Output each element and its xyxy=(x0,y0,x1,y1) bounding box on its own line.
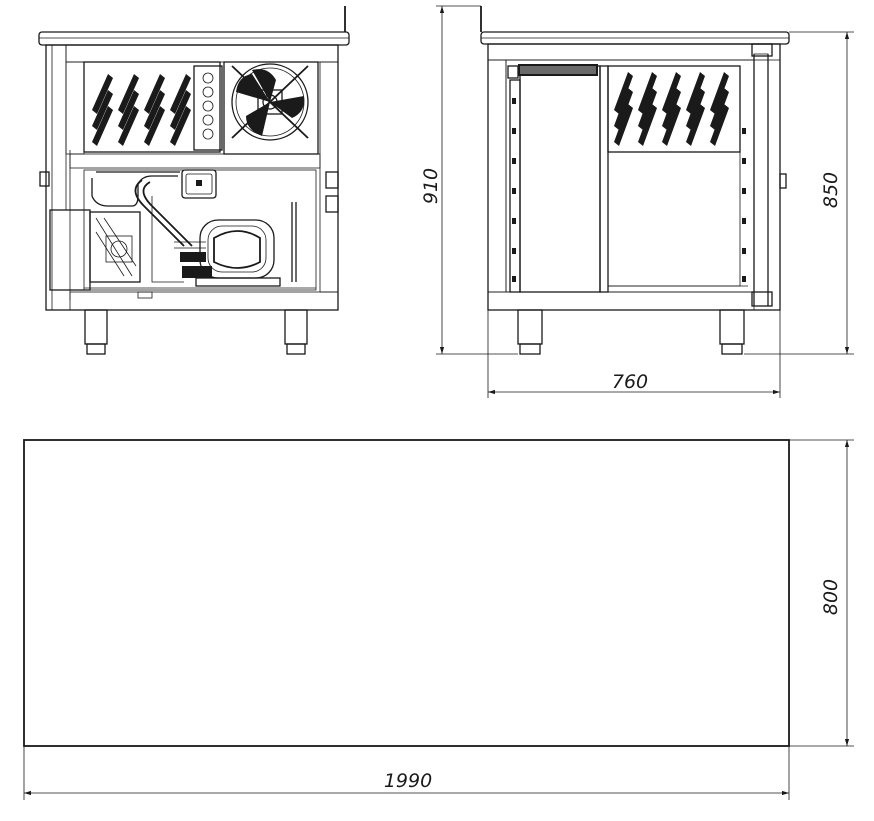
dimension-1990: 1990 xyxy=(23,746,790,800)
dimension-800: 800 xyxy=(789,439,854,747)
front-evaporator-coil xyxy=(193,65,223,151)
front-side-latch xyxy=(39,171,50,187)
dim-910-label: 910 xyxy=(420,168,442,204)
dim-800-label: 800 xyxy=(820,579,842,615)
front-left-insulation xyxy=(65,61,85,155)
side-door xyxy=(753,53,769,307)
front-right-insulation xyxy=(319,61,339,293)
side-door-handle xyxy=(779,173,787,189)
front-view xyxy=(38,6,350,355)
front-louvres xyxy=(92,74,191,146)
side-louvres xyxy=(614,72,729,146)
front-divider-insulation xyxy=(69,153,321,169)
dimension-910: 910 xyxy=(420,5,518,355)
front-countertop xyxy=(38,31,350,46)
front-condenser xyxy=(89,211,141,283)
side-cabinet-body xyxy=(487,43,781,311)
side-bottom-gasket xyxy=(751,291,773,307)
side-inner-compartment xyxy=(519,65,601,293)
front-machine-compartment xyxy=(49,169,317,299)
side-back-insulation xyxy=(487,59,507,293)
side-shelf-supports xyxy=(512,98,746,282)
front-filter-drier xyxy=(181,169,217,199)
top-view-outline xyxy=(23,439,790,747)
side-drawer-rail xyxy=(518,64,598,76)
front-fan-icon xyxy=(231,63,309,141)
front-fan-housing xyxy=(223,61,319,155)
dimension-850: 850 xyxy=(744,31,854,355)
front-top-insulation xyxy=(65,44,339,63)
side-bottom-insulation xyxy=(487,291,755,311)
side-top-gasket xyxy=(751,43,773,57)
front-bottom-insulation xyxy=(69,291,339,311)
top-view xyxy=(23,439,790,747)
front-evaporator-panel xyxy=(83,61,221,153)
side-top-insulation xyxy=(487,43,781,61)
dimension-760: 760 xyxy=(487,310,781,398)
side-feet xyxy=(517,309,745,355)
dim-850-label: 850 xyxy=(820,172,842,208)
side-view xyxy=(480,6,790,355)
front-compressor xyxy=(174,219,281,287)
dim-760-label: 760 xyxy=(612,371,648,393)
dim-1990-label: 1990 xyxy=(384,770,432,792)
front-feet xyxy=(84,309,308,355)
